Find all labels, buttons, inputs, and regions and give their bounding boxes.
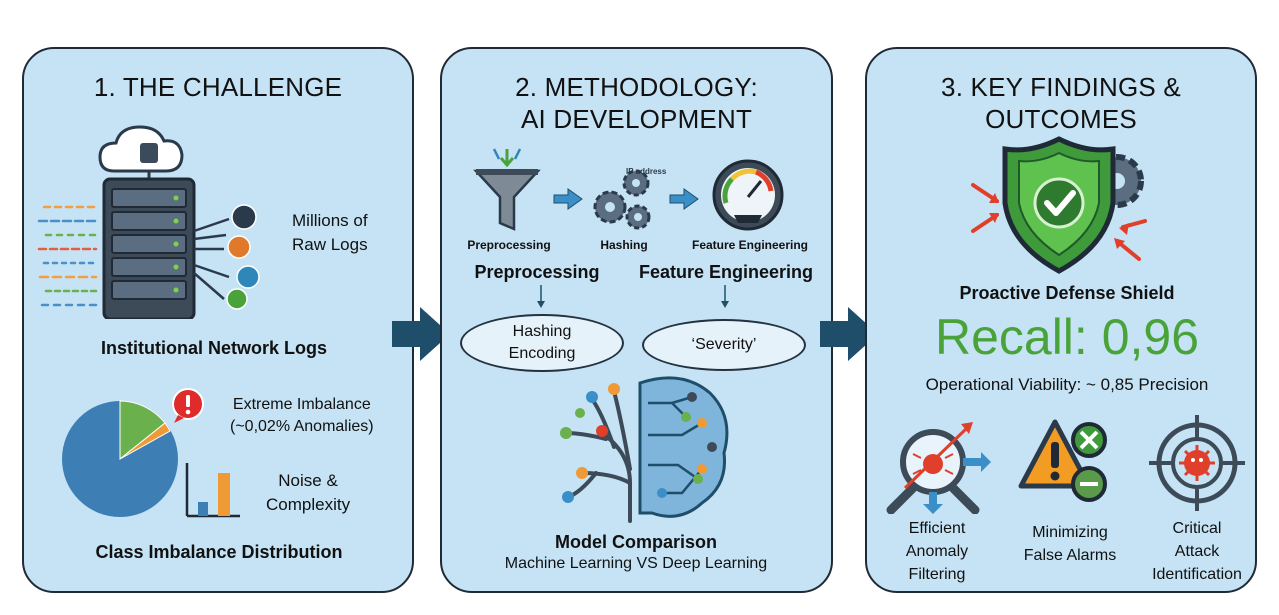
panel-findings: 3. KEY FINDINGS & OUTCOMES Proactive Def… [865, 47, 1257, 593]
title-line: AI DEVELOPMENT [520, 104, 753, 134]
outcome-line: Minimizing [1032, 524, 1108, 541]
warning-triangle-icon [1018, 419, 1107, 502]
imbalance-line: Extreme Imbalance [232, 396, 371, 413]
outcome-line: False Alarms [1023, 547, 1117, 564]
panel-methodology: 2. METHODOLOGY: AI DEVELOPMENT Preproces… [440, 47, 833, 593]
outcome-line: Efficient [908, 520, 966, 537]
panel-title: 1. THE CHALLENGE [93, 72, 343, 102]
icon-label: Preprocessing [467, 238, 551, 252]
noise-line: Noise & [278, 471, 338, 490]
distribution-label: Class Imbalance Distribution [95, 542, 343, 562]
flow-arrow-icon [392, 307, 450, 361]
ip-address-label: IP address [626, 167, 667, 176]
server-rack-icon [37, 125, 260, 319]
outcome-label: Minimizing False Alarms [1024, 521, 1116, 567]
ellipse-line: Hashing [512, 323, 572, 340]
ellipse-line: Encoding [508, 345, 576, 362]
arrow-down-icon [721, 285, 729, 308]
viability-label: Operational Viability: ~ 0,85 Precision [925, 375, 1209, 394]
shield-label: Proactive Defense Shield [959, 283, 1175, 303]
imbalance-label: Extreme Imbalance (~0,02% Anomalies) [230, 394, 374, 438]
arrow-right-icon [553, 188, 583, 210]
alert-icon [172, 388, 204, 423]
arrow-right-icon [669, 188, 699, 210]
gauge-icon [712, 159, 784, 231]
outcome-line: Attack [1174, 543, 1220, 560]
icon-label: Feature Engineering [691, 238, 809, 252]
outcome-line: Filtering [908, 566, 966, 583]
shield-icon [971, 136, 1147, 274]
panel-title: 2. METHODOLOGY: AI DEVELOPMENT [442, 71, 831, 135]
brain-tree-icon [560, 376, 729, 523]
gears-icon [593, 169, 651, 230]
raw-logs-line: Raw Logs [292, 235, 368, 254]
flow-arrow-icon [820, 307, 878, 361]
outcome-line: Anomaly [905, 543, 969, 560]
hashing-encoding-ellipse: Hashing Encoding [460, 314, 624, 372]
outcome-line: Critical [1172, 520, 1222, 537]
noise-label: Noise & Complexity [266, 469, 350, 517]
panel-title: 3. KEY FINDINGS & OUTCOMES [867, 71, 1255, 135]
title-line: OUTCOMES [985, 104, 1137, 134]
title-line: 3. KEY FINDINGS & [941, 72, 1181, 102]
magnifier-bug-icon [886, 422, 991, 514]
target-virus-icon [1149, 415, 1245, 511]
arrow-down-icon [537, 285, 545, 308]
funnel-icon [473, 148, 541, 231]
noise-line: Complexity [266, 495, 351, 514]
title-line: 2. METHODOLOGY: [515, 72, 758, 102]
severity-ellipse: ‘Severity’ [642, 319, 806, 371]
raw-logs-line: Millions of [292, 211, 368, 230]
step-label: Feature Engineering [638, 262, 814, 282]
noise-bar-chart-icon [185, 463, 240, 518]
step-label: Preprocessing [474, 262, 600, 282]
outcome-label: Critical Attack Identification [1152, 517, 1242, 586]
imbalance-line: (~0,02% Anomalies) [230, 418, 374, 435]
raw-logs-label: Millions of Raw Logs [292, 209, 368, 257]
class-imbalance-pie-chart [62, 400, 178, 517]
model-comparison-subtitle: Machine Learning VS Deep Learning [504, 555, 768, 572]
icon-label: Hashing [600, 238, 648, 252]
model-comparison-title: Model Comparison [554, 532, 718, 552]
outcome-label: Efficient Anomaly Filtering [906, 517, 968, 586]
network-logs-label: Institutional Network Logs [100, 338, 328, 358]
panel-challenge: 1. THE CHALLENGE [22, 47, 414, 593]
recall-value: Recall: 0,96 [934, 309, 1200, 365]
outcome-line: Identification [1152, 566, 1242, 583]
